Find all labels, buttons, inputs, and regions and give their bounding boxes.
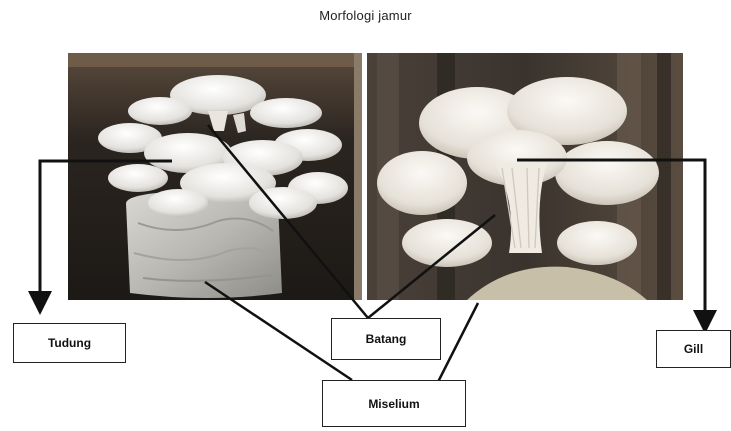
miselium-line-right	[438, 303, 478, 382]
label-gill: Gill	[656, 330, 731, 368]
tudung-pointer-line	[40, 161, 172, 303]
batang-line-right	[368, 215, 495, 318]
batang-line-left	[208, 125, 368, 318]
miselium-line-left	[205, 282, 352, 380]
gill-pointer-line	[517, 160, 705, 322]
label-batang: Batang	[331, 318, 441, 360]
label-miselium: Miselium	[322, 380, 466, 427]
label-tudung: Tudung	[13, 323, 126, 363]
